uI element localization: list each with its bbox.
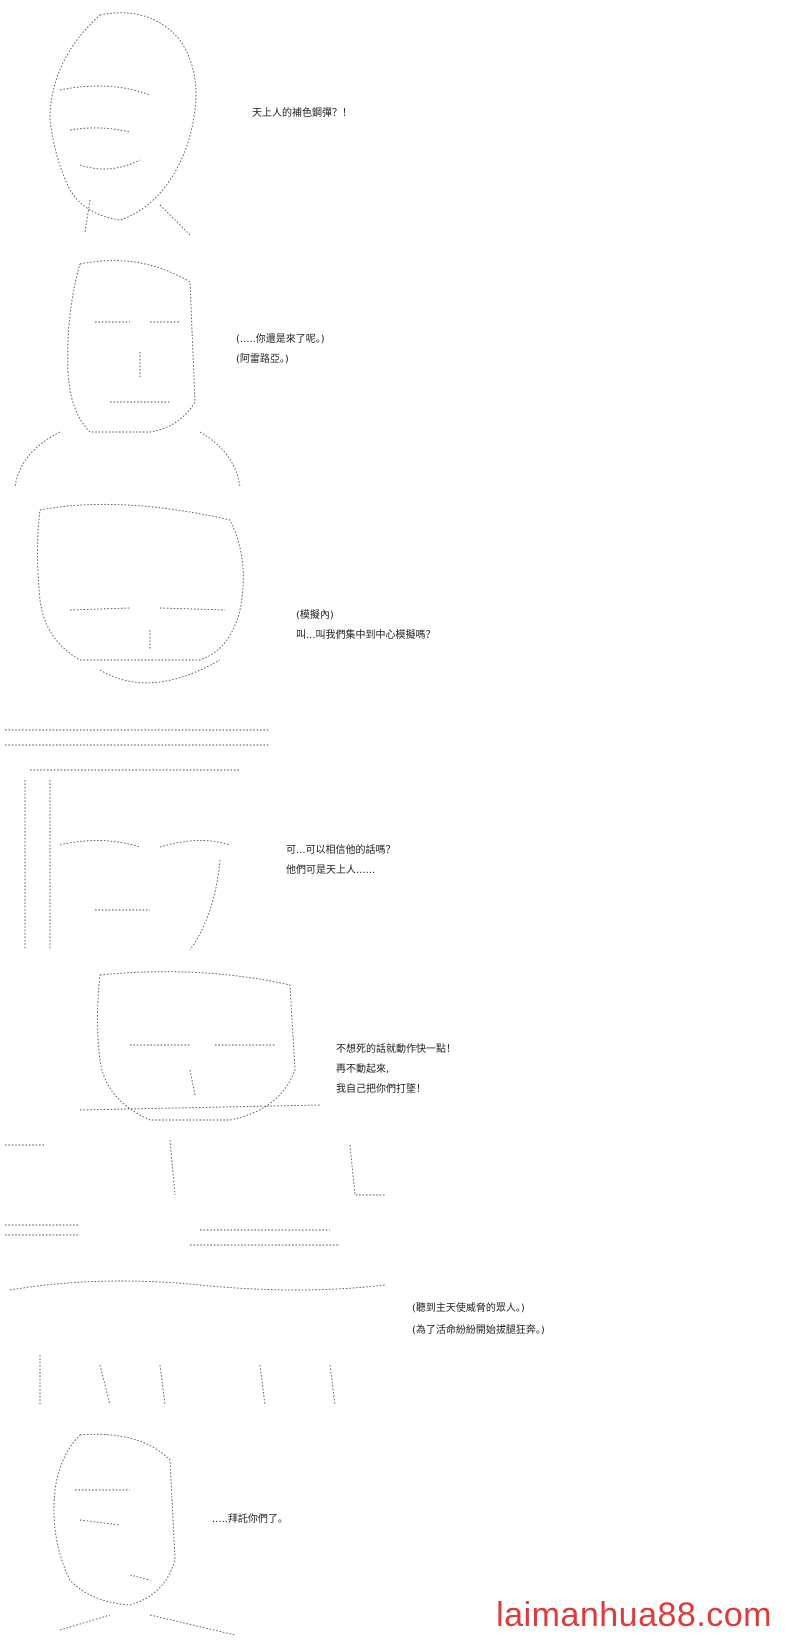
dialogue-line: (.....你還是來了呢。): [236, 334, 325, 345]
panel-2: (.....你還是來了呢。) (阿雷路亞。): [0, 252, 800, 492]
dialogue-line: .....拜託你們了。: [212, 1514, 288, 1525]
dialogue-line: 他們可是天上人......: [286, 865, 376, 876]
dialogue-line: (聽到主天使威脅的眾人。): [412, 1303, 525, 1314]
ascii-art-face-3: [0, 500, 280, 760]
panel-7: .....拜託你們了。: [0, 1430, 800, 1649]
dialogue-line: (模擬內): [296, 610, 334, 621]
panel-1: 天上人的補色鋼彈？！: [0, 0, 800, 245]
ascii-art-crowd: [0, 1215, 400, 1415]
panel-4: 可...可以相信他的話嗎？ 他們可是天上人......: [0, 765, 800, 960]
dialogue-line: (阿雷路亞。): [236, 354, 289, 365]
ascii-art-face-5: [0, 970, 400, 1210]
panel-5: 不想死的話就動作快一點！ 再不動起來, 我自己把你們打墜！: [0, 970, 800, 1210]
dialogue-line: 天上人的補色鋼彈？！: [252, 108, 352, 119]
panel-6: (聽到主天使威脅的眾人。) (為了活命紛紛開始拔腿狂奔。): [0, 1215, 800, 1415]
watermark: laimanhua88.com: [496, 1596, 772, 1634]
dialogue-line: 不想死的話就動作快一點！: [336, 1044, 456, 1055]
dialogue-line: 再不動起來,: [336, 1064, 390, 1075]
ascii-art-face-1: [0, 0, 260, 245]
ascii-art-face-7: [0, 1430, 240, 1649]
dialogue-line: 我自己把你們打墜！: [336, 1084, 426, 1095]
ascii-art-face-4: [0, 765, 270, 960]
dialogue-line: 叫...叫我們集中到中心模擬嗎？: [296, 630, 436, 641]
dialogue-line: 可...可以相信他的話嗎？: [286, 845, 396, 856]
ascii-art-face-2: [0, 252, 260, 492]
panel-3: (模擬內) 叫...叫我們集中到中心模擬嗎？: [0, 500, 800, 760]
dialogue-line: (為了活命紛紛開始拔腿狂奔。): [412, 1325, 545, 1336]
